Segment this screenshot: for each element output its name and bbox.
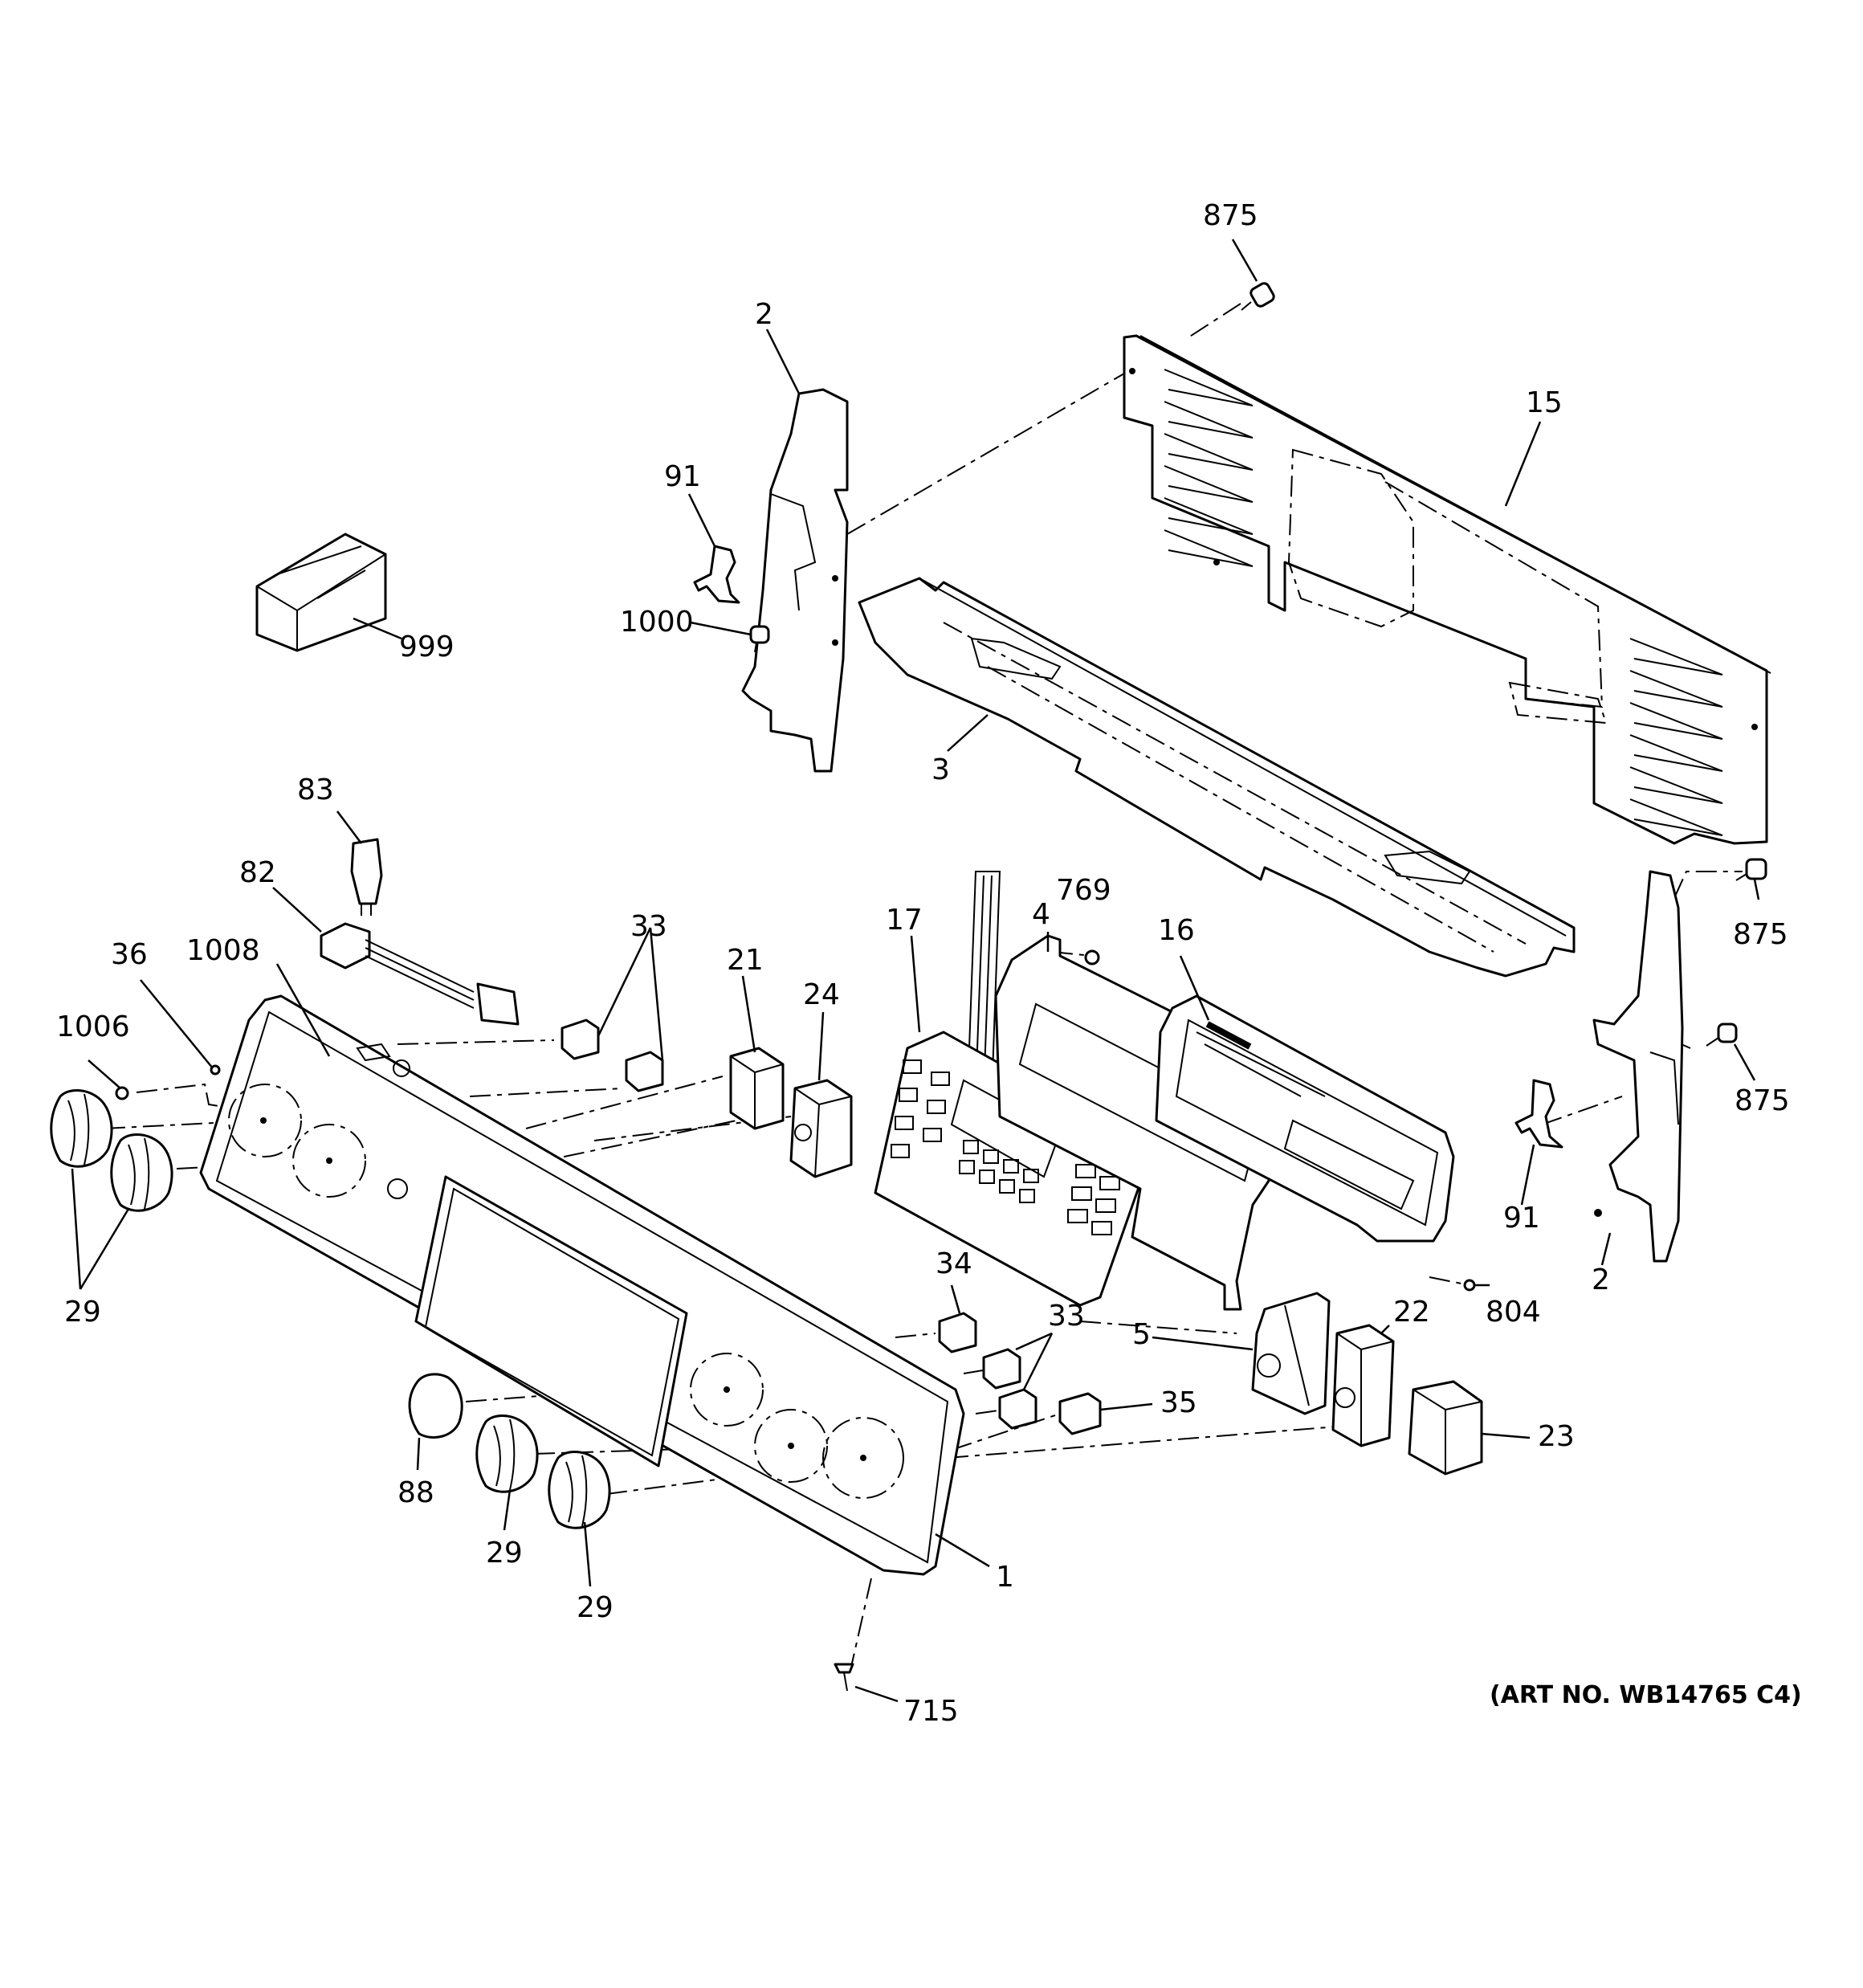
backsplash-panel xyxy=(1123,334,1771,845)
knob-29-a xyxy=(50,1089,113,1168)
label-15: 15 xyxy=(1526,386,1563,419)
label-5: 5 xyxy=(1132,1318,1151,1351)
control-switches xyxy=(729,1047,1483,1476)
label-999: 999 xyxy=(399,631,455,663)
label-2-left: 2 xyxy=(755,298,773,331)
switch-21 xyxy=(729,1047,785,1130)
knob-29-b xyxy=(110,1133,173,1212)
label-1000: 1000 xyxy=(620,606,694,639)
label-24: 24 xyxy=(803,978,840,1011)
clip-left xyxy=(693,545,740,604)
panel-louvers-right xyxy=(1629,638,1723,836)
screw-769 xyxy=(1084,949,1100,965)
control-panel xyxy=(199,994,965,1576)
label-16: 16 xyxy=(1158,914,1195,947)
switch-23 xyxy=(1408,1380,1483,1476)
part-labels: 875 2 15 91 1000 999 3 83 82 769 4 17 16… xyxy=(56,199,1802,1728)
label-36: 36 xyxy=(111,938,148,971)
knob-88 xyxy=(408,1373,463,1439)
screw-1006 xyxy=(115,1086,129,1100)
electronic-control xyxy=(1155,994,1455,1243)
parts-box xyxy=(255,533,387,652)
leader-lines xyxy=(71,239,1760,1703)
label-82: 82 xyxy=(239,856,276,889)
label-2-right: 2 xyxy=(1592,1263,1610,1296)
label-21: 21 xyxy=(727,944,764,977)
label-83: 83 xyxy=(297,774,334,806)
screw-804 xyxy=(1463,1279,1476,1292)
knobs xyxy=(50,1089,611,1529)
screw-875-right-b xyxy=(1706,1023,1738,1047)
harness-82 xyxy=(320,922,520,1026)
switch-83 xyxy=(350,838,383,916)
switch-22 xyxy=(1331,1324,1395,1447)
switch-33-top-b xyxy=(625,1051,664,1092)
knob-29-d xyxy=(548,1451,611,1529)
label-804: 804 xyxy=(1486,1296,1541,1329)
label-769: 769 xyxy=(1056,874,1111,907)
label-875-right-b: 875 xyxy=(1735,1084,1790,1117)
label-29-right: 29 xyxy=(577,1591,614,1624)
label-33-top: 33 xyxy=(630,910,667,943)
art-number: (ART NO. WB14765 C4) xyxy=(1490,1681,1802,1709)
label-875-right-a: 875 xyxy=(1733,918,1788,951)
switch-33-top-a xyxy=(561,1018,600,1060)
label-23: 23 xyxy=(1538,1420,1575,1453)
switch-33-bottom-a xyxy=(982,1348,1021,1390)
switch-24 xyxy=(789,1079,853,1178)
right-end-bracket xyxy=(1592,870,1684,1263)
knob-29-c xyxy=(475,1414,539,1493)
touchpad-overlay xyxy=(874,871,1154,1307)
clip-right xyxy=(1514,1079,1563,1149)
panel-louvers-left xyxy=(1164,369,1254,567)
switch-35 xyxy=(1058,1392,1102,1435)
right-burner-dials xyxy=(690,1353,904,1499)
label-875-top: 875 xyxy=(1203,199,1258,232)
label-29-left: 29 xyxy=(64,1296,101,1329)
label-1006: 1006 xyxy=(56,1010,130,1043)
left-end-bracket xyxy=(741,388,849,773)
label-29-middle: 29 xyxy=(486,1537,523,1570)
label-34: 34 xyxy=(936,1247,972,1280)
label-91-right: 91 xyxy=(1503,1202,1540,1235)
vent-trim xyxy=(858,577,1576,978)
label-88: 88 xyxy=(397,1476,434,1509)
label-91-left: 91 xyxy=(664,460,701,493)
screw-875-top xyxy=(1241,282,1275,311)
switch-5 xyxy=(1251,1292,1331,1415)
switch-33-bottom-b xyxy=(998,1388,1037,1430)
label-4: 4 xyxy=(1032,898,1050,931)
screw-875-right-a xyxy=(1735,858,1767,881)
screw-715 xyxy=(834,1663,854,1692)
label-33-bottom: 33 xyxy=(1048,1300,1085,1333)
label-35: 35 xyxy=(1160,1386,1197,1419)
label-1008: 1008 xyxy=(186,934,260,967)
label-22: 22 xyxy=(1393,1296,1430,1329)
label-1: 1 xyxy=(996,1561,1014,1594)
label-3: 3 xyxy=(932,753,950,786)
switch-34 xyxy=(938,1312,977,1353)
left-burner-dials xyxy=(228,1084,366,1198)
label-17: 17 xyxy=(886,904,923,937)
switches xyxy=(561,1018,1102,1435)
label-715: 715 xyxy=(903,1695,959,1728)
